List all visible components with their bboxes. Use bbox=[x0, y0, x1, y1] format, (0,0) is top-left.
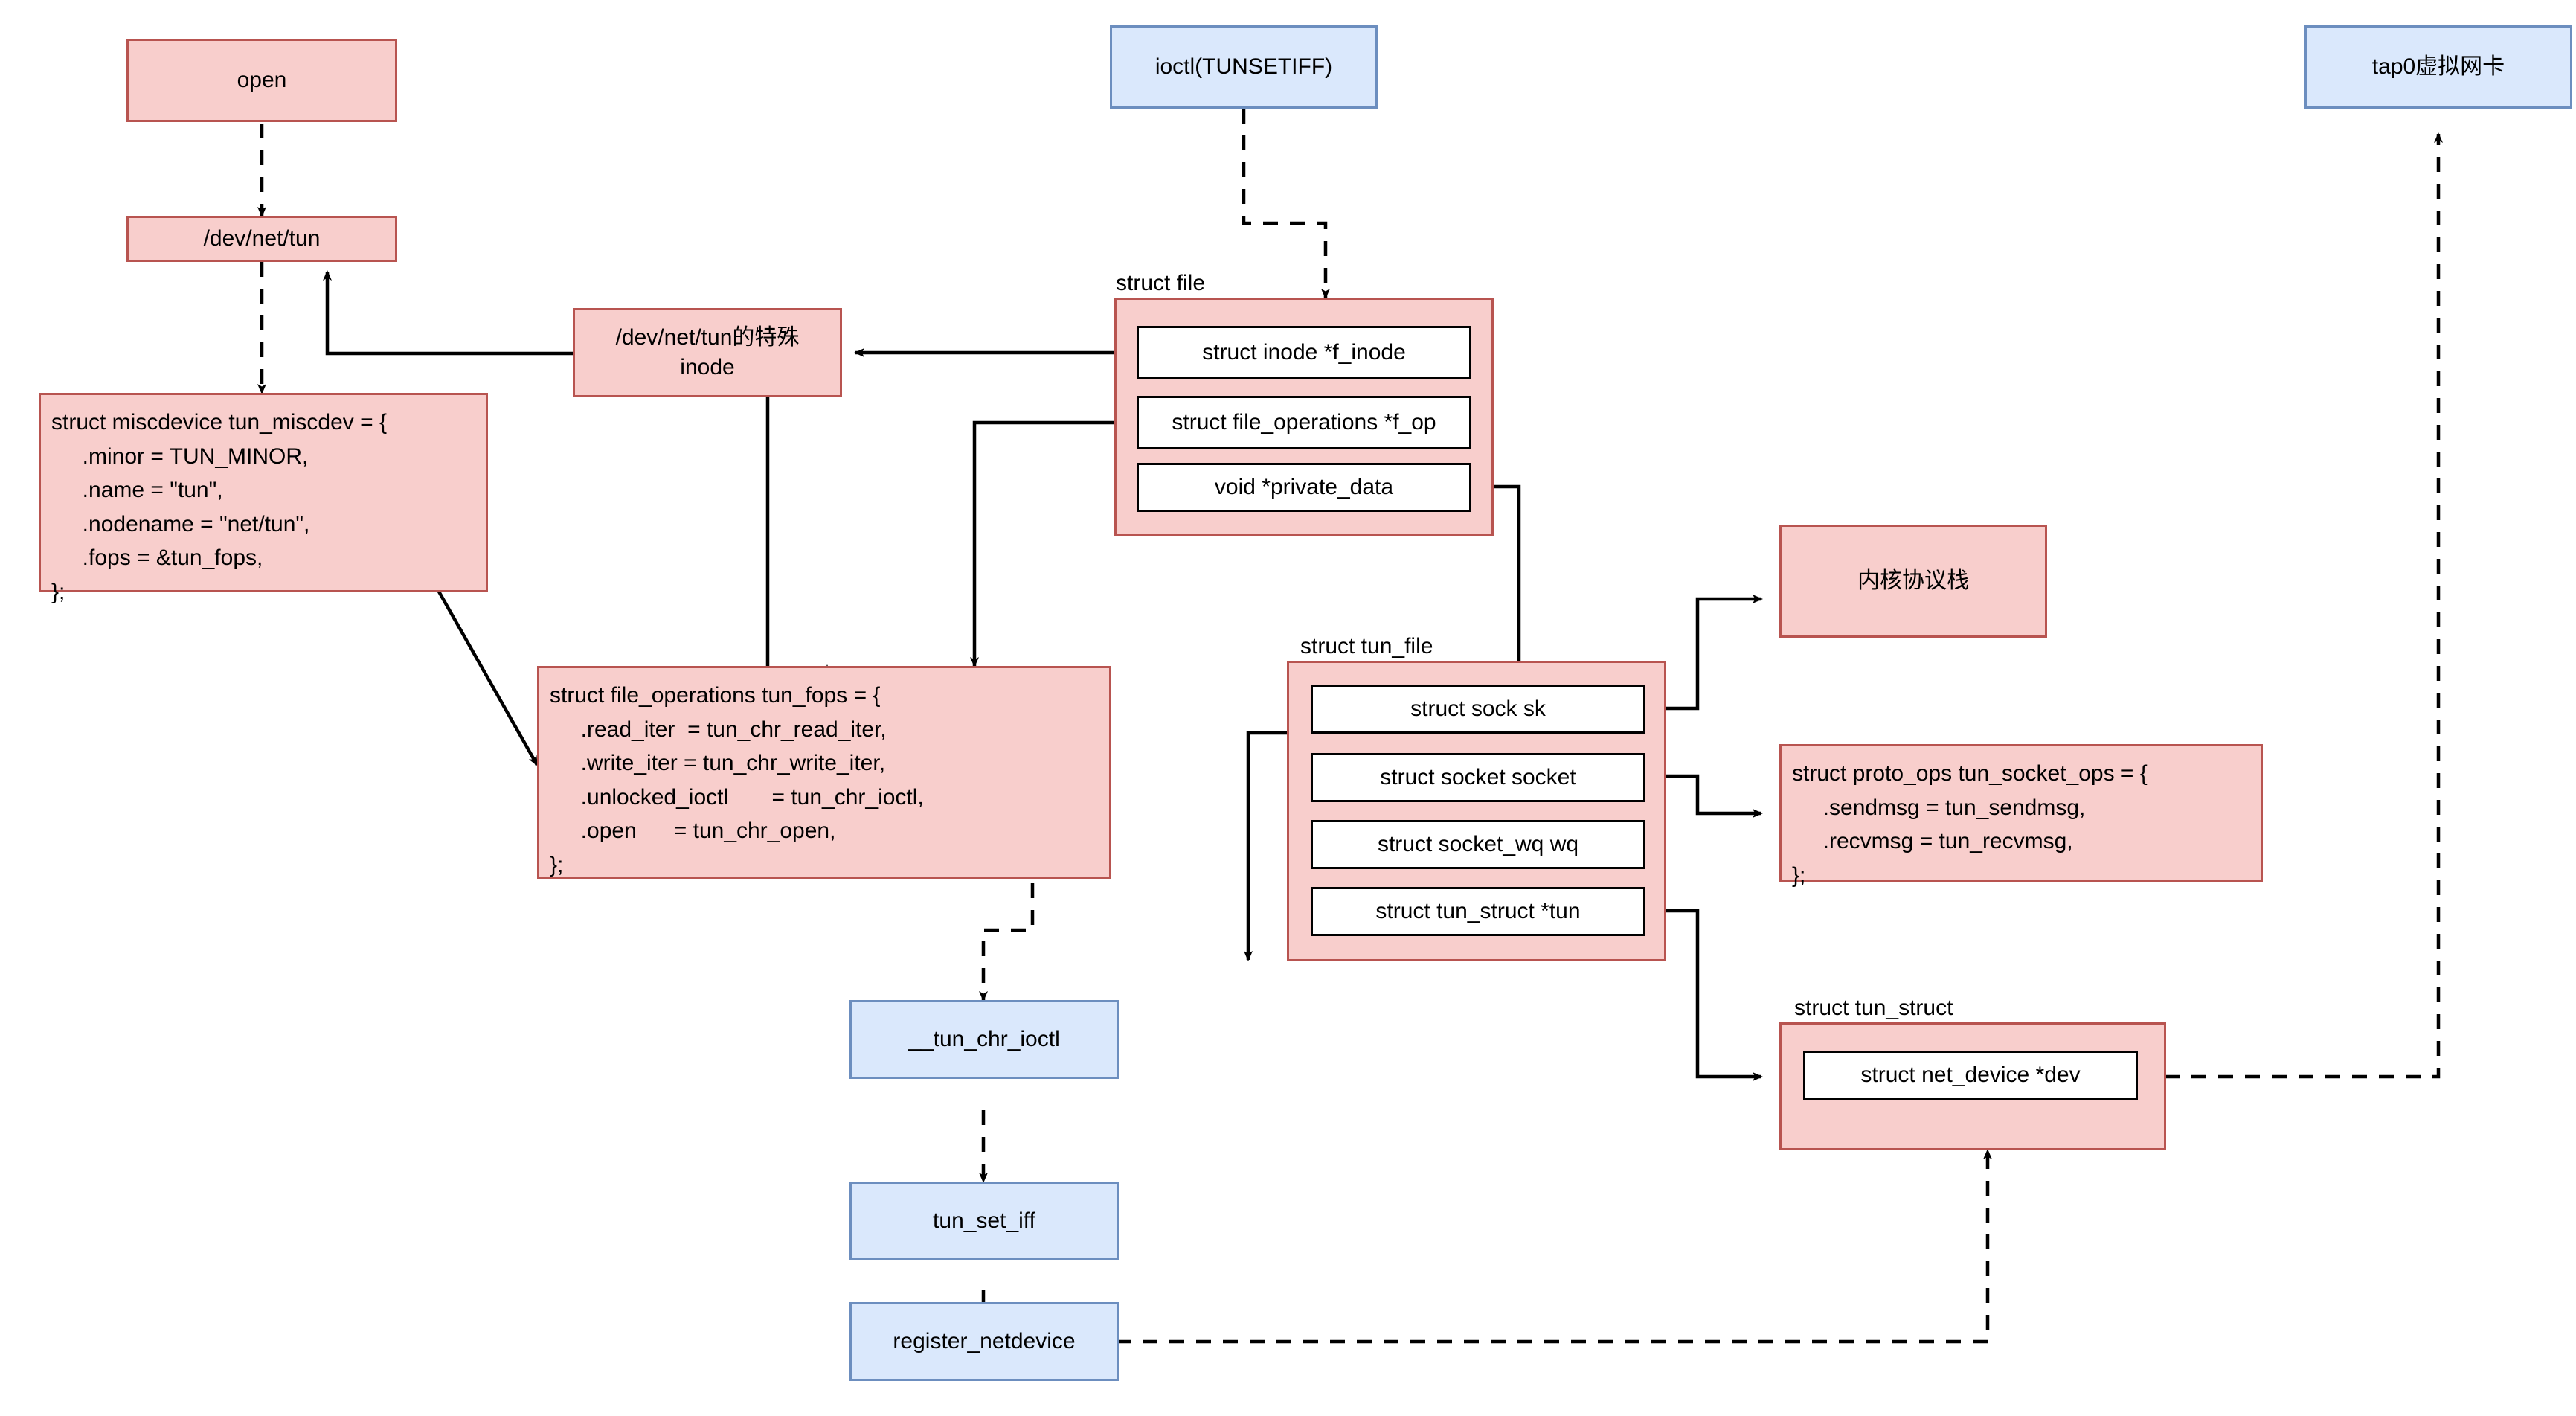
node-tun-socket-ops-code[interactable]: struct proto_ops tun_socket_ops = { .sen… bbox=[1779, 744, 2263, 888]
node-tun-miscdev-code[interactable]: struct miscdevice tun_miscdev = { .minor… bbox=[39, 393, 488, 604]
node-open-label: open bbox=[237, 68, 287, 93]
node-tap0-label: tap0虚拟网卡 bbox=[2371, 54, 2505, 80]
node-ioctl-tunsetiff[interactable]: ioctl(TUNSETIFF) bbox=[1110, 25, 1378, 109]
caption-struct-file: struct file bbox=[1116, 271, 1206, 295]
node-special-inode-line1: /dev/net/tun的特殊 bbox=[615, 325, 800, 350]
node-open[interactable]: open bbox=[126, 39, 397, 122]
node-tap0[interactable]: tap0虚拟网卡 bbox=[2304, 25, 2572, 109]
field-socket-wq-label: struct socket_wq wq bbox=[1377, 832, 1579, 856]
node-special-inode-line2: inode bbox=[680, 355, 735, 379]
edge-inode-to-tunfops bbox=[765, 397, 832, 687]
field-tun-struct-ptr[interactable]: struct tun_struct *tun bbox=[1311, 887, 1645, 936]
caption-struct-tun-file: struct tun_file bbox=[1300, 634, 1433, 659]
tun-miscdev-source: struct miscdevice tun_miscdev = { .minor… bbox=[51, 410, 388, 604]
field-f-op-label: struct file_operations *f_op bbox=[1172, 410, 1436, 435]
node-tun-set-iff-label: tun_set_iff bbox=[933, 1208, 1035, 1234]
node-register-netdevice-label: register_netdevice bbox=[893, 1329, 1076, 1354]
edge-ioctl-to-structfile bbox=[1242, 109, 1330, 299]
node-special-inode[interactable]: /dev/net/tun的特殊 inode bbox=[573, 308, 842, 397]
field-net-device-dev[interactable]: struct net_device *dev bbox=[1803, 1051, 2138, 1100]
node-dev-net-tun-label: /dev/net/tun bbox=[203, 226, 321, 252]
edge-netdevice-to-tap0 bbox=[2165, 132, 2443, 1079]
field-tun-struct-ptr-label: struct tun_struct *tun bbox=[1375, 899, 1581, 923]
field-net-device-dev-label: struct net_device *dev bbox=[1860, 1063, 2081, 1087]
node-ioctl-tunsetiff-label: ioctl(TUNSETIFF) bbox=[1154, 54, 1333, 80]
edge-registernetdevice-to-tunstruct bbox=[1116, 1149, 1992, 1344]
caption-struct-tun-struct: struct tun_struct bbox=[1794, 996, 1953, 1020]
field-f-op[interactable]: struct file_operations *f_op bbox=[1137, 396, 1471, 449]
field-sock-sk-label: struct sock sk bbox=[1410, 696, 1546, 721]
field-socket-label: struct socket socket bbox=[1380, 765, 1576, 789]
node-tun-chr-ioctl-label: __tun_chr_ioctl bbox=[908, 1027, 1060, 1052]
field-sock-sk[interactable]: struct sock sk bbox=[1311, 685, 1645, 734]
node-register-netdevice[interactable]: register_netdevice bbox=[849, 1302, 1119, 1381]
node-tun-fops-code[interactable]: struct file_operations tun_fops = { .rea… bbox=[537, 666, 1111, 879]
field-private-data-label: void *private_data bbox=[1214, 475, 1394, 499]
field-f-inode[interactable]: struct inode *f_inode bbox=[1137, 326, 1471, 379]
field-socket[interactable]: struct socket socket bbox=[1311, 753, 1645, 802]
edge-socket-to-protoops bbox=[1642, 774, 1763, 818]
node-tun-set-iff[interactable]: tun_set_iff bbox=[849, 1182, 1119, 1260]
field-socket-wq[interactable]: struct socket_wq wq bbox=[1311, 820, 1645, 869]
field-private-data[interactable]: void *private_data bbox=[1137, 463, 1471, 512]
node-kernel-protocol-stack[interactable]: 内核协议栈 bbox=[1779, 525, 2047, 638]
tun-socket-ops-source: struct proto_ops tun_socket_ops = { .sen… bbox=[1792, 761, 2148, 888]
node-tun-chr-ioctl[interactable]: __tun_chr_ioctl bbox=[849, 1000, 1119, 1079]
edge-inode-to-devnettun bbox=[323, 270, 573, 356]
edge-fop-to-tunfops bbox=[970, 420, 1137, 667]
edge-sk-to-kernelstack bbox=[1642, 595, 1763, 711]
node-kernel-protocol-stack-label: 内核协议栈 bbox=[1857, 568, 1969, 594]
node-dev-net-tun[interactable]: /dev/net/tun bbox=[126, 216, 397, 262]
tun-fops-source: struct file_operations tun_fops = { .rea… bbox=[550, 683, 924, 877]
field-f-inode-label: struct inode *f_inode bbox=[1202, 340, 1406, 365]
edge-tun-to-tunstruct bbox=[1642, 909, 1763, 1081]
